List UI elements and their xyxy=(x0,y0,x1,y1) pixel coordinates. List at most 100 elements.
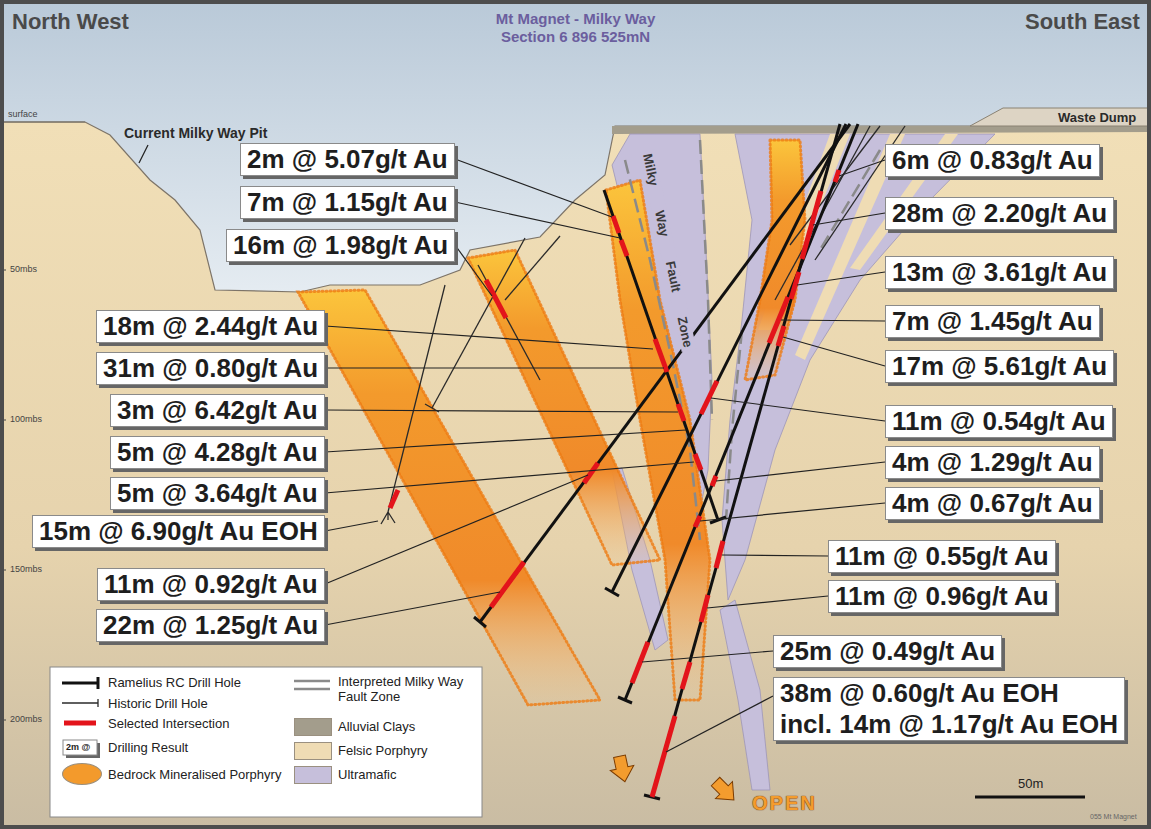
leader-lines-part xyxy=(325,326,653,349)
selected-intersections-part xyxy=(390,490,398,508)
result-text: 5m @ 4.28g/t Au xyxy=(117,437,318,468)
drill-result-box: 25m @ 0.49g/t Au xyxy=(773,635,1002,668)
ground xyxy=(0,108,1151,829)
legend-swatch xyxy=(62,763,102,785)
leader-lines-part xyxy=(642,651,773,662)
depth-label: 150mbs xyxy=(10,564,42,575)
drill-result-box: 17m @ 5.61g/t Au xyxy=(885,350,1114,383)
legend-panel-part xyxy=(50,667,482,817)
drill-result-box: 11m @ 0.54g/t Au xyxy=(885,405,1113,438)
legend-swatch xyxy=(294,742,332,760)
result-text: 17m @ 5.61g/t Au xyxy=(892,351,1107,382)
historic-drill-holes-part xyxy=(505,236,560,300)
dump-label: Waste Dump xyxy=(1058,110,1136,125)
fault-lines xyxy=(625,140,880,540)
drill-result-box: 38m @ 0.60g/t Au EOHincl. 14m @ 1.17g/t … xyxy=(773,677,1125,741)
selected-intersections-part xyxy=(678,404,684,421)
result-text: 28m @ 2.20g/t Au xyxy=(892,198,1107,229)
result-text: 31m @ 0.80g/t Au xyxy=(103,353,318,384)
direction-label: South East xyxy=(1025,9,1140,35)
ground-part xyxy=(612,126,1151,134)
drill-result-box: 22m @ 1.25g/t Au xyxy=(96,609,325,642)
result-text: 18m @ 2.44g/t Au xyxy=(103,311,318,342)
leader-lines-part xyxy=(325,475,588,584)
watermark: 055 Mt Magnet xyxy=(1090,813,1137,821)
ramelius-drill-holes-part xyxy=(605,588,619,596)
drill-result-box: 6m @ 0.83g/t Au xyxy=(885,144,1100,177)
selected-intersections-part xyxy=(621,240,627,256)
legend-panel xyxy=(50,667,482,817)
leader-lines-part xyxy=(666,696,773,752)
leader-lines-part xyxy=(722,555,828,556)
ground-part xyxy=(0,122,1151,829)
open-label: OPEN xyxy=(752,792,817,814)
leader-lines-part xyxy=(325,462,694,493)
depth-label: 200mbs xyxy=(10,714,42,725)
drill-result-box: 16m @ 1.98g/t Au xyxy=(226,229,455,262)
historic-drill-holes-part xyxy=(388,285,445,512)
legend-panel-part xyxy=(294,680,330,683)
result-text: 7m @ 1.45g/t Au xyxy=(892,306,1093,337)
legend-text: Alluvial Clays xyxy=(338,719,415,734)
leader-lines-part xyxy=(325,410,678,412)
leader-lines-part xyxy=(325,430,686,452)
drill-result-box: 28m @ 2.20g/t Au xyxy=(885,197,1114,230)
open-arrows-part xyxy=(608,754,637,784)
result-text: 5m @ 3.64g/t Au xyxy=(117,478,318,509)
selected-intersections-part xyxy=(695,454,701,470)
leader-lines-part xyxy=(716,462,885,481)
ultramafic-part xyxy=(720,600,770,790)
drill-result-box: 4m @ 0.67g/t Au xyxy=(885,487,1100,520)
result-text: 13m @ 3.61g/t Au xyxy=(892,257,1107,288)
selected-intersections-part xyxy=(716,541,723,568)
legend-sample-text: 2m @ xyxy=(66,742,90,753)
mineralised-porphyry-part xyxy=(745,140,805,380)
result-text: 2m @ 5.07g/t Au xyxy=(247,144,448,175)
depth-label: 100mbs xyxy=(10,414,42,425)
result-text: incl. 14m @ 1.17g/t Au EOH xyxy=(780,709,1118,740)
leader-lines-part xyxy=(455,245,492,296)
ramelius-drill-holes-part xyxy=(474,617,486,627)
drill-result-box: 31m @ 0.80g/t Au xyxy=(96,352,325,385)
selected-intersections-part xyxy=(655,339,667,372)
selected-intersections-part xyxy=(486,280,506,318)
ramelius-drill-holes-part xyxy=(480,124,850,622)
leader-lines-part xyxy=(813,213,885,225)
leader-lines-part xyxy=(139,145,148,163)
scale-label: 50m xyxy=(1018,776,1043,791)
result-text: 38m @ 0.60g/t Au EOH xyxy=(780,678,1118,709)
selected-intersections-part xyxy=(652,716,675,797)
open-arrows xyxy=(608,754,743,809)
result-text: 11m @ 0.96g/t Au xyxy=(835,581,1049,612)
legend-text: Ultramafic xyxy=(338,767,397,782)
ground-part xyxy=(0,122,85,123)
selected-intersections-part xyxy=(712,476,716,486)
selected-intersections-part xyxy=(632,642,648,683)
ground-part xyxy=(970,108,1151,126)
legend-panel-part xyxy=(62,702,98,703)
historic-drill-holes-part xyxy=(381,512,395,524)
result-text: 22m @ 1.25g/t Au xyxy=(103,610,318,641)
legend-panel-part xyxy=(62,682,98,685)
leader-lines-part xyxy=(797,272,885,285)
result-text: 16m @ 1.98g/t Au xyxy=(233,230,448,261)
fault-zone-label: Milky Way Fault Zone xyxy=(639,149,696,351)
result-text: 4m @ 0.67g/t Au xyxy=(892,488,1093,519)
drill-result-box: 11m @ 0.92g/t Au xyxy=(97,568,325,601)
leader-lines-part xyxy=(455,159,612,217)
ramelius-drill-holes-part xyxy=(618,697,632,703)
surface-label: surface xyxy=(8,109,38,120)
legend-panel-part xyxy=(64,721,96,726)
leader-lines-part xyxy=(325,592,500,625)
leader-lines-part xyxy=(711,398,885,421)
legend-swatch xyxy=(294,766,332,784)
selected-intersections-part xyxy=(613,216,619,233)
selected-intersections-part xyxy=(701,381,717,414)
drill-result-box: 11m @ 0.96g/t Au xyxy=(828,580,1056,613)
legend-text: Interpreted Milky Way Fault Zone xyxy=(338,674,476,704)
drill-result-box: 11m @ 0.55g/t Au xyxy=(828,540,1056,573)
selected-intersections-part xyxy=(584,463,598,483)
drill-result-box: 2m @ 5.07g/t Au xyxy=(240,143,455,176)
